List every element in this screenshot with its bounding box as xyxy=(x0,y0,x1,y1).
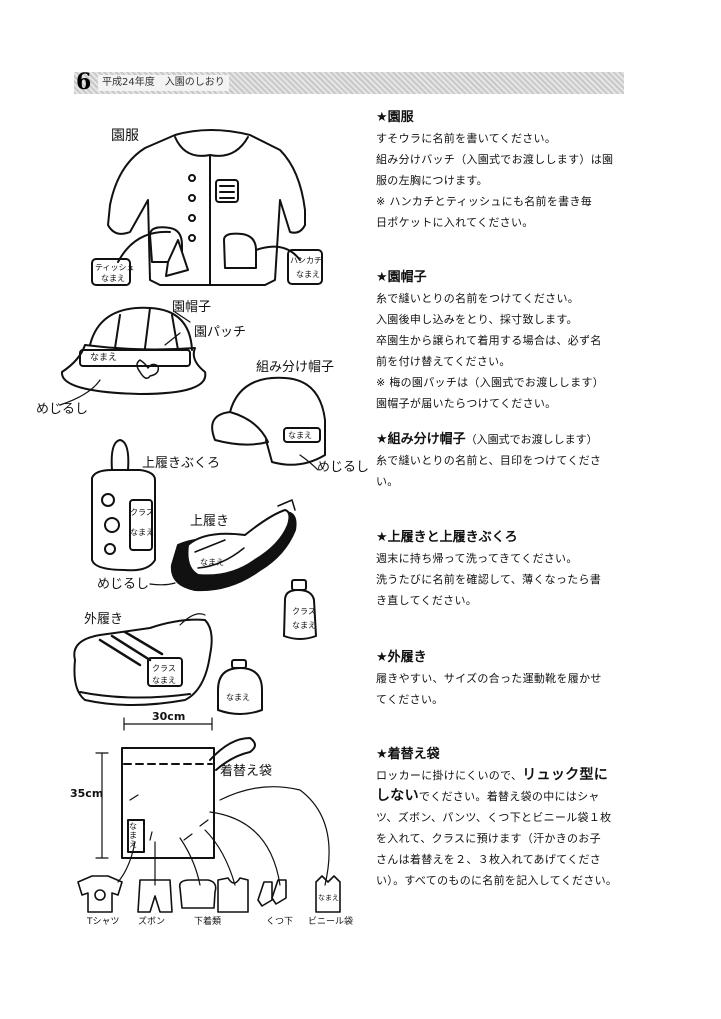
section-line: 前を付け替えてください。 xyxy=(376,355,511,368)
section-line: 糸で縫いとりの名前をつけてください。 xyxy=(376,292,580,305)
section-line: い）。すべてのものに名前を記入してください。 xyxy=(376,874,618,887)
label-vinyl-name: なまえ xyxy=(318,894,339,902)
label-item-underwear: 下着類 xyxy=(194,917,222,927)
label-shoebag-name: なまえ xyxy=(130,528,154,537)
label-uniform: 園服 xyxy=(111,128,139,144)
label-mark-2: めじるし xyxy=(317,460,370,475)
section-line: を入れて、クラスに預けます（汗かきのお子 xyxy=(376,832,601,845)
section-line: 糸で縫いとりの名前と、目印をつけてくださ xyxy=(376,454,602,467)
label-shoebag-class: クラス xyxy=(130,508,154,517)
outdoor-shoe-illustration xyxy=(73,613,213,706)
label-item-vinyl: ビニール袋 xyxy=(308,917,354,927)
section-uniform: ★園服 すそウラに名前を書いてください。 組み分けバッチ（入園式でお渡しします）… xyxy=(376,108,626,233)
label-width: 30cm xyxy=(152,710,186,723)
label-bottle1-name: なまえ xyxy=(292,621,316,630)
section-group-hat: ★組み分け帽子（入園式でお渡しします） 糸で縫いとりの名前と、目印をつけてくださ… xyxy=(376,430,626,492)
illustrations xyxy=(59,129,341,913)
label-indoor-shoes: 上履き xyxy=(190,514,230,529)
change-bag-illustration xyxy=(95,717,330,886)
label-hat: 園帽子 xyxy=(172,300,212,315)
label-tissue-name: なまえ xyxy=(101,274,125,283)
section-line: 服の左胸につけます。 xyxy=(376,174,488,187)
shoebag-illustration xyxy=(91,439,156,572)
section-line: い。 xyxy=(376,475,399,488)
emphasis-rucksack: リュック型に xyxy=(522,767,609,783)
section-uniform-title: ★園服 xyxy=(376,110,414,125)
label-bottle2-name: なまえ xyxy=(226,693,250,702)
bottle1-illustration xyxy=(283,579,317,640)
label-bag-name: なまえ xyxy=(129,822,137,849)
section-line: 組み分けバッチ（入園式でお渡しします）は園 xyxy=(376,153,614,166)
label-tissue-tag: ティッシュ xyxy=(95,263,135,272)
section-line: ※ ハンカチとティッシュにも名前を書き毎 xyxy=(376,195,593,208)
label-outdoor-class: クラス xyxy=(152,664,176,673)
mark-line-3 xyxy=(149,582,176,586)
section-shoes: ★上履きと上履きぶくろ 週末に持ち帰って洗ってきてください。 洗うたびに名前を確… xyxy=(376,528,626,611)
section-line: 入園後申し込みをとり、採寸致します。 xyxy=(376,313,578,326)
page-number: 6 xyxy=(76,69,92,95)
section-group-hat-subtitle: （入園式でお渡しします） xyxy=(465,433,598,446)
label-height: 35cm xyxy=(70,787,104,800)
section-line: き直してください。 xyxy=(376,594,478,607)
label-hanky-tag: ハンカチ xyxy=(290,256,322,265)
label-hanky-name: なまえ xyxy=(296,270,320,279)
label-bottle1-class: クラス xyxy=(292,607,316,616)
section-line: すそウラに名前を書いてください。 xyxy=(376,132,557,145)
section-line: ロッカーに掛けにくいので、 xyxy=(376,769,523,782)
clothing-items xyxy=(77,875,341,913)
hanky-tag xyxy=(287,249,323,285)
section-change-title: ★着替え袋 xyxy=(376,747,440,762)
indoor-shoe-illustration xyxy=(170,499,297,592)
label-item-pants: ズボン xyxy=(138,917,166,927)
section-hat-title: ★園帽子 xyxy=(376,270,427,285)
section-shoes-title: ★上履きと上履きぶくろ xyxy=(376,530,518,545)
label-outdoor-name: なまえ xyxy=(152,676,176,685)
label-badge: 園パッチ xyxy=(194,325,247,340)
section-hat: ★園帽子 糸で縫いとりの名前をつけてください。 入園後申し込みをとり、採寸致しま… xyxy=(376,268,626,414)
section-line: 園帽子が届いたらつけてください。 xyxy=(376,397,557,410)
section-line: 卒園生から譲られて着用する場合は、必ず名 xyxy=(376,334,602,347)
label-item-socks: くつ下 xyxy=(266,917,294,927)
label-mark-3: めじるし xyxy=(97,577,150,592)
section-line: 履きやすい、サイズの合った運動靴を履かせ xyxy=(376,672,602,685)
section-line: 週末に持ち帰って洗ってきてください。 xyxy=(376,552,578,565)
section-line: ※ 梅の園パッチは（入園式でお渡しします） xyxy=(376,376,605,389)
section-line: 洗うたびに名前を確認して、薄くなったら書 xyxy=(376,573,602,586)
hat-illustration xyxy=(61,306,207,395)
section-outdoor-title: ★外履き xyxy=(376,650,427,665)
header-title: 平成24年度 入園のしおり xyxy=(98,75,229,91)
uniform-illustration xyxy=(107,129,306,286)
section-line: 日ポケットに入れてください。 xyxy=(376,216,534,229)
section-change: ★着替え袋 ロッカーに掛けにくいので、リュック型に しないでください。着替え袋の… xyxy=(376,745,626,891)
label-outdoor-shoes: 外履き xyxy=(84,612,124,627)
section-line: さんは着替えを２、３枚入れてあげてくださ xyxy=(376,853,602,866)
section-group-hat-title: ★組み分け帽子 xyxy=(376,432,466,447)
label-indoor-shoes-name: なまえ xyxy=(200,558,224,567)
label-change-bag: 着替え袋 xyxy=(220,764,273,779)
label-hat-name: なまえ xyxy=(90,353,118,363)
label-mark-1: めじるし xyxy=(36,402,89,417)
section-line: てください。 xyxy=(376,693,444,706)
bottle2-illustration xyxy=(217,659,263,715)
group-hat-illustration xyxy=(211,376,326,471)
label-group-hat: 組み分け帽子 xyxy=(256,360,335,375)
section-line: でください。着替え袋の中にはシャ xyxy=(418,790,600,803)
section-line: ツ、ズボン、パンツ、くつ下とビニール袋１枚 xyxy=(376,811,612,824)
emphasis-not: しない xyxy=(376,788,419,804)
mark-line-1 xyxy=(59,379,101,406)
label-item-tshirt: Tシャツ xyxy=(87,917,120,927)
section-outdoor: ★外履き 履きやすい、サイズの合った運動靴を履かせ てください。 xyxy=(376,648,626,710)
tissue-tag xyxy=(91,258,131,286)
label-group-hat-name: なまえ xyxy=(288,431,312,440)
label-shoebag: 上履きぶくろ xyxy=(142,456,221,471)
